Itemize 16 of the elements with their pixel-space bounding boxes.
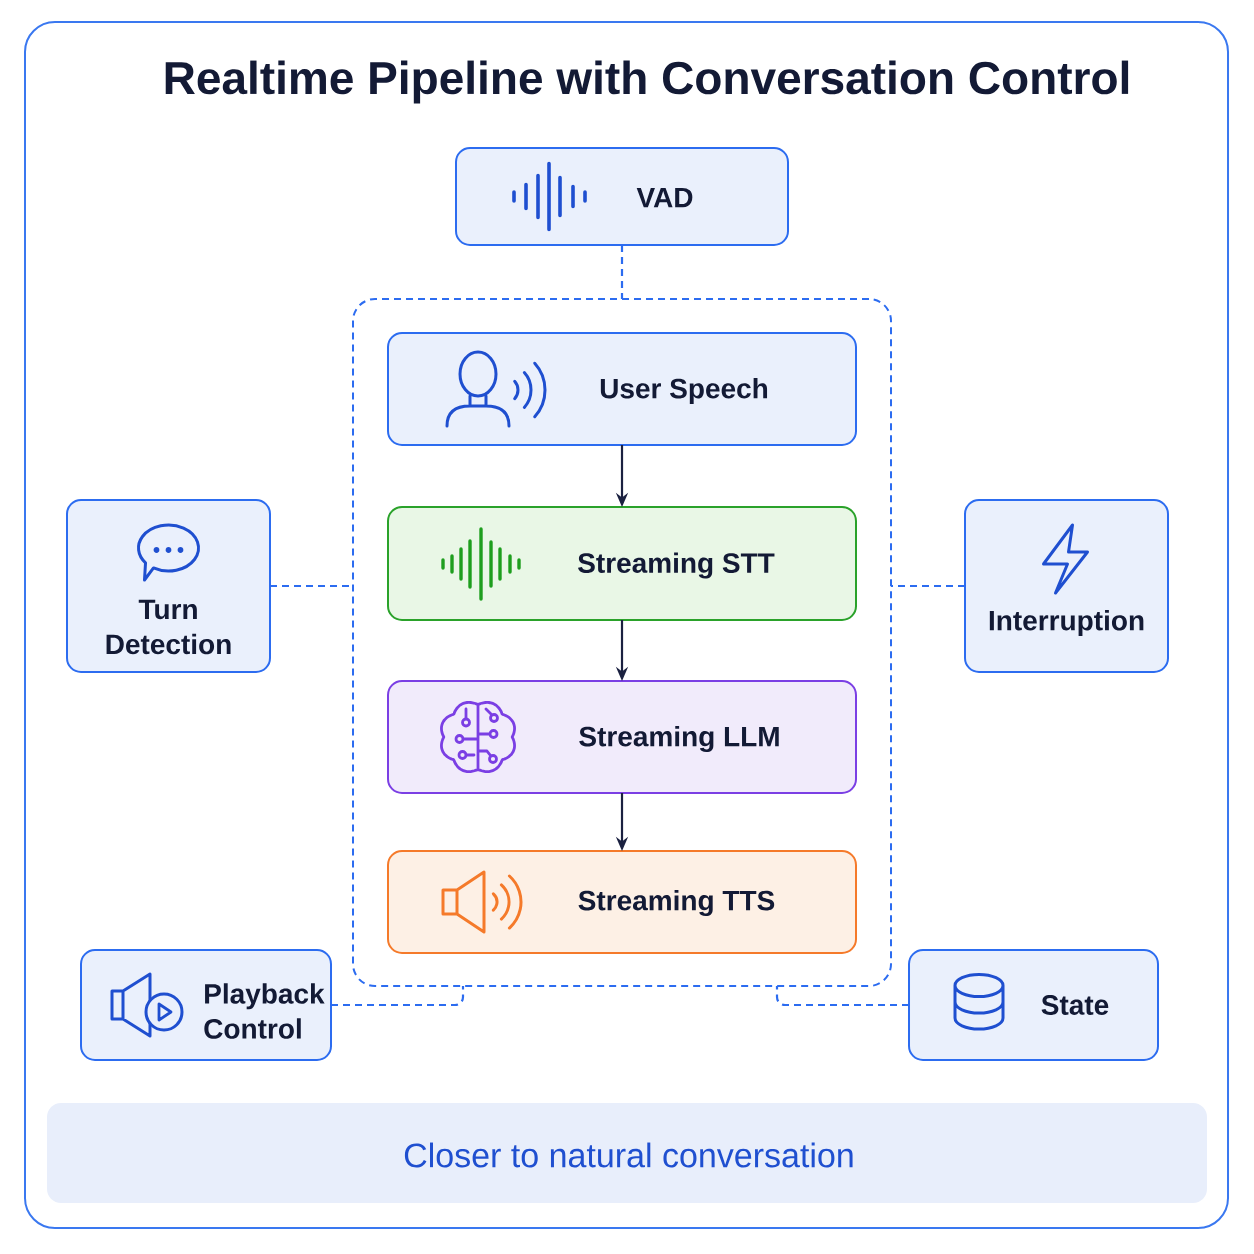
dashed-group-box	[352, 298, 892, 987]
connector-line	[891, 584, 965, 588]
component-box: State	[908, 949, 1159, 1061]
connector-line	[331, 986, 465, 1007]
process-box: Streaming STT	[387, 506, 857, 621]
component-box: Interruption	[964, 499, 1169, 673]
component-box: Playback Control	[80, 949, 332, 1061]
process-box: Streaming LLM	[387, 680, 857, 794]
connector-line	[775, 986, 909, 1007]
process-box: User Speech	[387, 332, 857, 446]
process-box: Streaming TTS	[387, 850, 857, 954]
title: Realtime Pipeline with Conversation Control	[165, 60, 1129, 104]
connector-line	[620, 245, 624, 299]
process-box: VAD	[455, 147, 789, 246]
banner: Closer to natural conversation	[47, 1103, 1207, 1203]
component-box: Turn Detection	[66, 499, 271, 673]
